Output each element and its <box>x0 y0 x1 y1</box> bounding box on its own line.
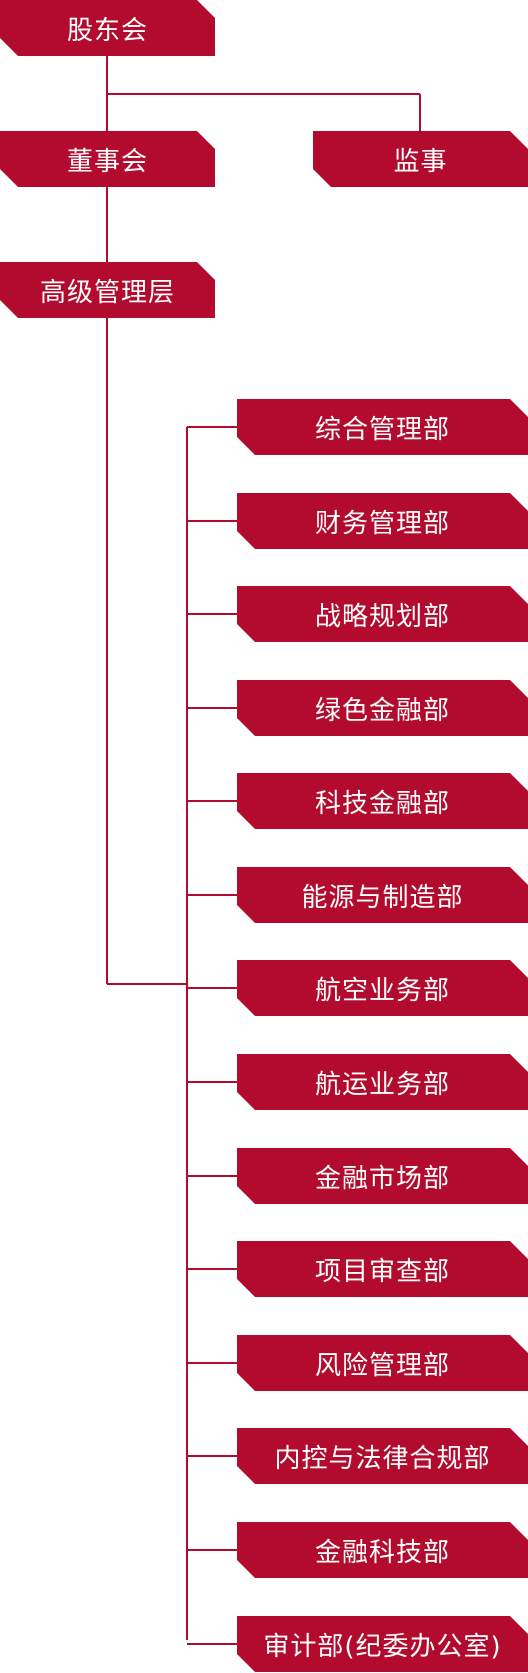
node-department: 内控与法律合规部 <box>237 1428 528 1484</box>
node-shareholders: 股东会 <box>0 0 215 56</box>
node-management: 高级管理层 <box>0 262 215 318</box>
node-department: 金融市场部 <box>237 1148 528 1204</box>
node-supervisor: 监事 <box>313 131 528 187</box>
node-department: 风险管理部 <box>237 1335 528 1391</box>
node-department: 金融科技部 <box>237 1522 528 1578</box>
node-department: 航运业务部 <box>237 1054 528 1110</box>
node-department: 审计部(纪委办公室) <box>237 1616 528 1672</box>
node-department: 战略规划部 <box>237 586 528 642</box>
node-department: 财务管理部 <box>237 493 528 549</box>
node-department: 科技金融部 <box>237 773 528 829</box>
department-branches <box>187 426 237 1645</box>
node-board: 董事会 <box>0 131 215 187</box>
node-department: 综合管理部 <box>237 399 528 455</box>
node-department: 航空业务部 <box>237 960 528 1016</box>
node-department: 绿色金融部 <box>237 680 528 736</box>
node-department: 能源与制造部 <box>237 867 528 923</box>
node-department: 项目审查部 <box>237 1241 528 1297</box>
